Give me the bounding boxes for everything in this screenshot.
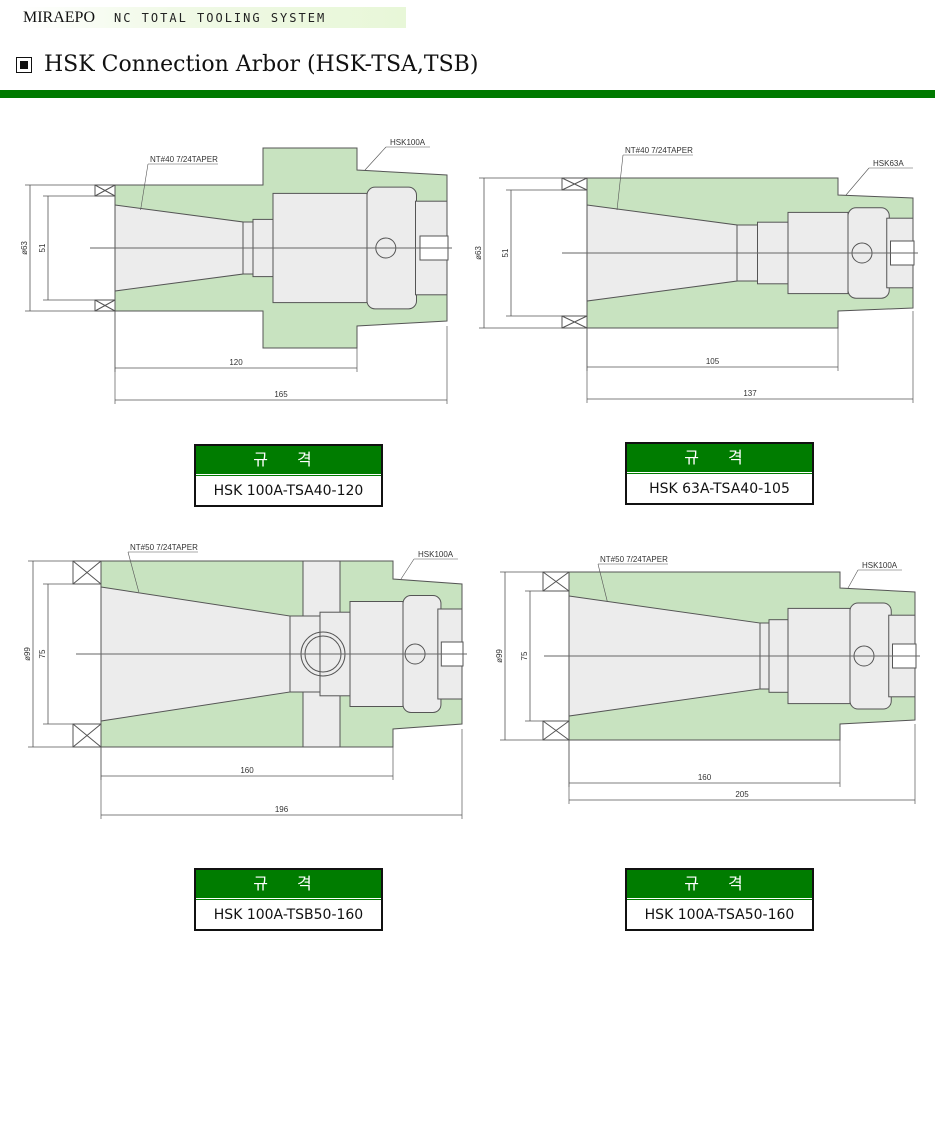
spec-header: 규 격 (196, 446, 381, 477)
seal-cross (94, 299, 116, 312)
seal-cross (72, 723, 102, 748)
dimension-label: 105 (706, 357, 720, 366)
spec-table-3: 규 격 HSK 100A-TSB50-160 (194, 868, 383, 931)
leader-line (364, 146, 387, 171)
dimension-label: 160 (240, 766, 254, 775)
spec-header: 규 격 (627, 444, 812, 475)
seal-cross (542, 720, 570, 741)
spec-header: 규 격 (627, 870, 812, 901)
dimension-label: 51 (501, 248, 510, 257)
seal-cross (561, 177, 588, 191)
spec-value: HSK 100A-TSA40-120 (213, 483, 364, 499)
taper-label: NT#40 7/24TAPER (625, 146, 693, 155)
title-divider (0, 90, 935, 98)
spec-header: 규 격 (196, 870, 381, 901)
seal-cross (561, 315, 588, 329)
spec-table-2: 규 격 HSK 63A-TSA40-105 (625, 442, 814, 505)
leader-line (400, 558, 415, 580)
arbor-drawing-1: ø63 51 120 165 NT#40 7/24TAPER HSK100A (20, 138, 452, 404)
arbor-drawing-2: ø63 51 105 137 NT#40 7/24TAPER HSK63A (474, 146, 918, 403)
spec-value: HSK 63A-TSA40-105 (649, 481, 790, 497)
arbor-drawing-4: ø99 75 160 205 NT#50 7/24TAPER HSK100A (495, 555, 920, 804)
hsk-label: HSK63A (873, 159, 904, 168)
dimension-label: 196 (275, 805, 289, 814)
hsk-label: HSK100A (418, 550, 454, 559)
leader-line (597, 563, 608, 602)
dimension-label: 75 (520, 651, 529, 660)
spec-table-1: 규 격 HSK 100A-TSA40-120 (194, 444, 383, 507)
dimension-label: 165 (274, 390, 288, 399)
dimension-label: ø99 (23, 647, 32, 661)
seal-cross (94, 184, 116, 197)
brand-banner: MIRAEPO NC TOTAL TOOLING SYSTEM (20, 7, 406, 28)
seal-cross (72, 560, 102, 585)
dimension-label: 120 (229, 358, 243, 367)
spec-table-4: 규 격 HSK 100A-TSA50-160 (625, 868, 814, 931)
spec-value: HSK 100A-TSB50-160 (213, 907, 364, 923)
taper-label: NT#50 7/24TAPER (600, 555, 668, 564)
hsk-label: HSK100A (390, 138, 426, 147)
leader-line (616, 154, 624, 211)
dimension-label: 160 (698, 773, 712, 782)
seal-cross (542, 571, 570, 592)
leader-line (127, 551, 140, 593)
dimension-label: ø63 (474, 246, 483, 260)
page-title-text: HSK Connection Arbor (HSK-TSA,TSB) (44, 52, 479, 77)
page-title: HSK Connection Arbor (HSK-TSA,TSB) (16, 52, 478, 77)
spec-value: HSK 100A-TSA50-160 (644, 907, 795, 923)
brand-name: MIRAEPO (23, 9, 96, 26)
leader-line (140, 163, 149, 211)
dimension-label: ø63 (20, 241, 29, 255)
square-bullet-icon (16, 56, 32, 73)
taper-label: NT#40 7/24TAPER (150, 155, 218, 164)
leader-line (845, 167, 870, 196)
dimension-label: 51 (38, 243, 47, 252)
taper-label: NT#50 7/24TAPER (130, 543, 198, 552)
hsk-label: HSK100A (862, 561, 898, 570)
dimension-label: ø99 (495, 649, 504, 663)
brand-tagline: NC TOTAL TOOLING SYSTEM (114, 11, 327, 25)
leader-line (847, 569, 859, 589)
arbor-drawing-3: ø99 75 160 196 NT#50 7/24TAPER HSK100A (23, 543, 467, 819)
dimension-label: 137 (743, 389, 757, 398)
dimension-label: 205 (735, 790, 749, 799)
dimension-label: 75 (38, 649, 47, 658)
